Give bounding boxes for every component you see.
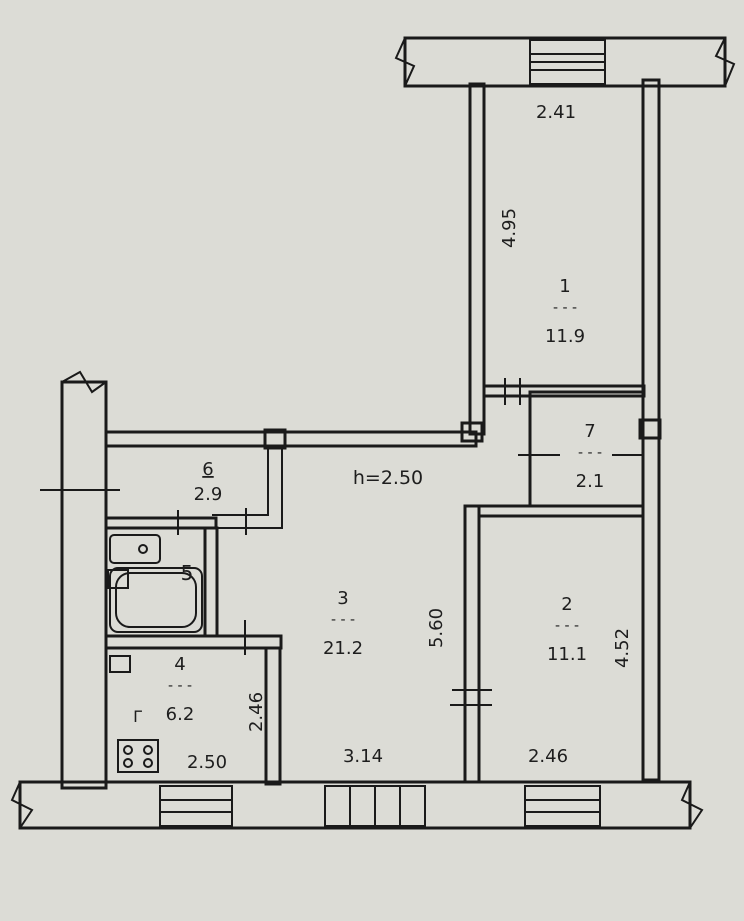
vent-shaft-3 [638, 418, 662, 440]
room1-length: 4.95 [499, 208, 520, 248]
window-kitchen [159, 785, 233, 827]
room4-width: 2.50 [187, 752, 227, 773]
room2-width: 2.46 [528, 746, 568, 767]
room4-number: 4 [174, 654, 185, 675]
svg-text:- - -: - - - [553, 300, 577, 316]
room-labels: 1 - - - 11.9 7 - - - 2.1 6 2.9 5 4 - - -… [133, 276, 604, 726]
room6-number: 6 [202, 459, 213, 480]
toilet-icon [107, 569, 129, 589]
room4-length: 2.46 [246, 692, 267, 732]
vent-shaft-2 [460, 421, 484, 443]
fixtures [107, 534, 203, 773]
vent-shaft-1 [263, 428, 287, 450]
kitchen-sink-icon [109, 655, 131, 673]
room1-bottom-wall [482, 384, 646, 398]
interior-walls [104, 378, 662, 786]
room5-bottom-wall [104, 634, 283, 650]
room7-area: 2.1 [576, 471, 605, 492]
left-wall [60, 380, 108, 790]
room1-width: 2.41 [536, 102, 576, 123]
room3-area: 21.2 [323, 638, 363, 659]
room2-left-wall [463, 504, 481, 784]
svg-text:- - -: - - - [555, 618, 579, 634]
svg-text:- - -: - - - [578, 445, 602, 461]
room1-area: 11.9 [545, 326, 585, 347]
dimension-labels: 2.41 4.95 2.46 4.52 3.14 5.60 2.50 2.46 [187, 102, 633, 773]
sink-icon [109, 534, 161, 564]
bathtub-icon [109, 567, 203, 633]
room6-area: 2.9 [194, 484, 223, 505]
room2-length: 4.52 [612, 628, 633, 668]
room7-number: 7 [584, 421, 595, 442]
ceiling-height: h=2.50 [353, 467, 423, 489]
stove-icon [117, 739, 159, 773]
room5-number: 5 [181, 561, 194, 585]
svg-text:- - -: - - - [168, 678, 192, 694]
room1-number: 1 [559, 276, 570, 297]
window-bedroom [524, 785, 601, 827]
room2-area: 11.1 [547, 644, 587, 665]
room3-number: 3 [337, 588, 348, 609]
room2-number: 2 [561, 594, 572, 615]
room4-area: 6.2 [166, 704, 195, 725]
room3-width: 3.14 [343, 746, 383, 767]
stove-mark: Г [133, 707, 143, 726]
room6-bottom-wall [104, 516, 218, 530]
room3-length: 5.60 [426, 608, 447, 648]
svg-text:- - -: - - - [331, 612, 355, 628]
corridor-top-wall [104, 430, 478, 448]
room2-top-wall [477, 504, 645, 518]
room4-right-wall [264, 646, 282, 786]
